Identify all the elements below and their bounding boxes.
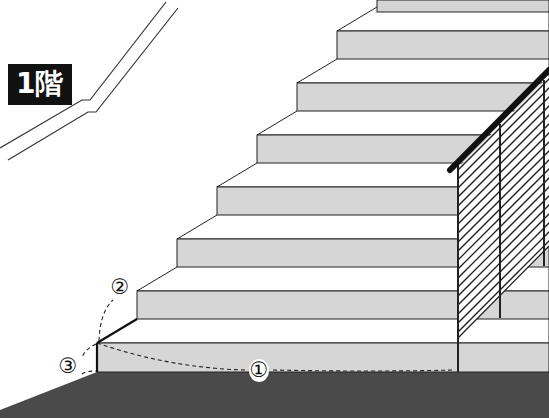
dashed-guide <box>82 300 455 374</box>
callout-number: ③ <box>58 355 79 378</box>
baluster <box>440 230 549 350</box>
baluster <box>440 257 549 377</box>
baluster <box>440 266 549 386</box>
baluster <box>440 212 549 332</box>
baluster <box>440 221 549 341</box>
baluster <box>440 248 549 368</box>
stair-tread <box>297 59 549 83</box>
first-step-edge <box>97 319 137 372</box>
baluster <box>440 239 549 359</box>
stair-tread <box>97 319 549 343</box>
baluster <box>440 329 549 418</box>
callout-number: ① <box>249 359 270 382</box>
wall-line <box>0 2 178 160</box>
baluster <box>440 302 549 418</box>
floor-sign: 1階 <box>8 64 72 105</box>
baluster <box>440 275 549 395</box>
floor <box>0 372 549 418</box>
stair-steps <box>97 7 549 372</box>
callout-number: ② <box>110 276 131 299</box>
stair-riser <box>97 343 549 372</box>
top-wall <box>377 0 549 12</box>
floor-label: 1階 <box>16 69 64 100</box>
handrail <box>440 14 549 418</box>
baluster <box>440 293 549 413</box>
baluster <box>440 14 549 134</box>
stair-riser <box>337 31 549 60</box>
baluster <box>440 311 549 418</box>
baluster <box>440 320 549 418</box>
